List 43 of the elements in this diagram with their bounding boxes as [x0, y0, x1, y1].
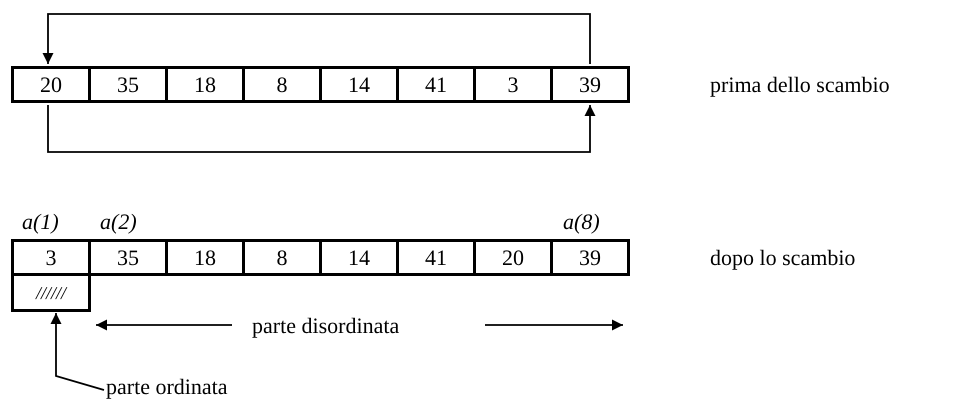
arrow	[42, 13, 591, 64]
callout-text: parte ordinata	[106, 374, 228, 399]
array-cell	[242, 239, 322, 276]
cell-value: 14	[348, 246, 370, 268]
span-label: parte disordinata	[252, 315, 400, 337]
array-cell	[396, 239, 476, 276]
cell-value: 8	[276, 246, 288, 268]
array-cell	[165, 66, 245, 103]
hatched-cell	[11, 273, 91, 312]
array-cell	[319, 66, 399, 103]
index-label: a(1)	[22, 211, 59, 233]
cell-value: 20	[502, 246, 524, 268]
index-label: a(2)	[100, 211, 137, 233]
cell-value: 3	[46, 246, 56, 268]
array-cell	[88, 66, 168, 103]
leader-line	[50, 313, 104, 391]
array-cell	[550, 66, 630, 103]
array-cell	[396, 66, 476, 103]
caption-text: prima dello scambio	[710, 74, 890, 96]
cell-value: 39	[579, 74, 601, 96]
cell-value: 18	[194, 246, 216, 268]
cell-value: 8	[276, 74, 288, 96]
cell-value: 41	[425, 74, 447, 96]
cell-value: 14	[348, 74, 370, 96]
index-label: a(8)	[563, 211, 600, 233]
array-cell	[550, 239, 630, 276]
cell-value: 20	[40, 74, 62, 96]
cell-value: 18	[194, 74, 216, 96]
array-cell	[473, 66, 553, 103]
array-cell	[242, 66, 322, 103]
cell-value: 35	[117, 74, 139, 96]
caption-text: dopo lo scambio	[710, 247, 856, 269]
array-cell	[473, 239, 553, 276]
cell-value: 3	[508, 74, 518, 96]
arrow	[47, 105, 596, 153]
hatch-marks: //////	[36, 284, 66, 302]
cell-value: 39	[579, 246, 601, 268]
array-cell	[319, 239, 399, 276]
cell-value: 35	[117, 246, 139, 268]
array-cell	[165, 239, 245, 276]
array-cell	[11, 66, 91, 103]
cell-value: 41	[425, 246, 447, 268]
array-cell	[88, 239, 168, 276]
